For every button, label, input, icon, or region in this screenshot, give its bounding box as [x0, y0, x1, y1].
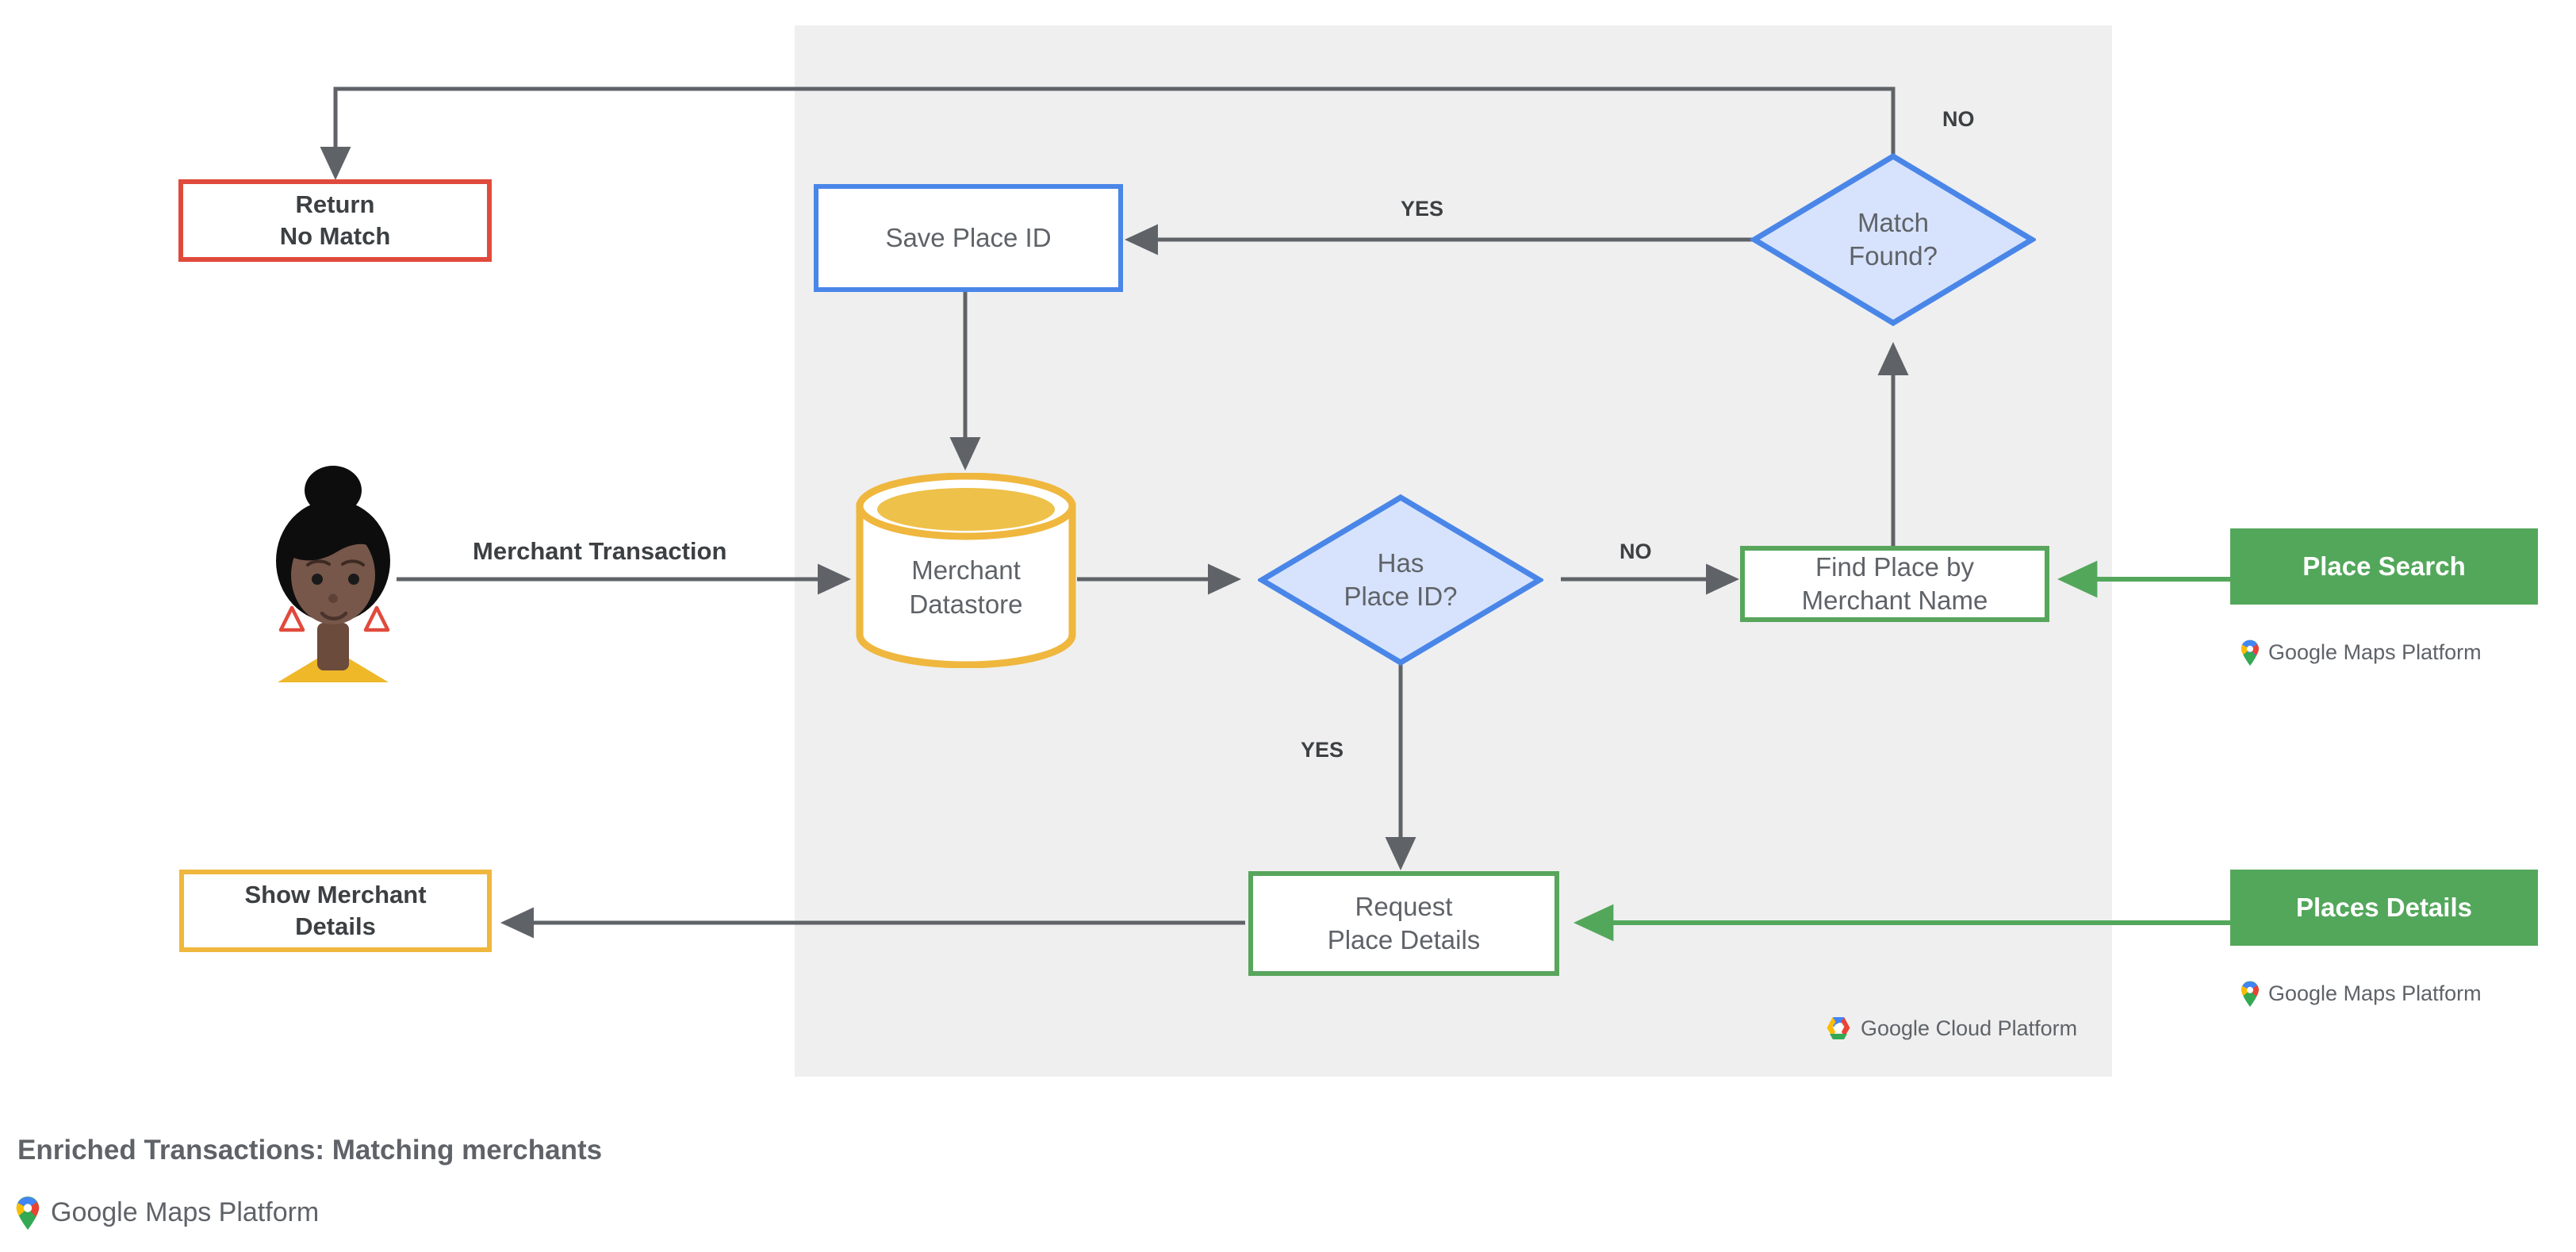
edge-label-merchant-transaction: Merchant Transaction: [473, 537, 727, 565]
diamond-shape: [1750, 152, 2036, 327]
footer-google-maps-platform-logo: Google Maps Platform: [14, 1195, 319, 1230]
node-match-found[interactable]: Match Found?: [1750, 152, 2036, 327]
product-chip-places-details[interactable]: Places Details: [2230, 870, 2538, 946]
cylinder-body: [856, 502, 1076, 668]
node-has-place-id[interactable]: Has Place ID?: [1258, 494, 1543, 666]
node-request-place-details-label: Request Place Details: [1327, 891, 1481, 954]
google-cloud-platform-logo: Google Cloud Platform: [1824, 1016, 2077, 1041]
node-find-place-by-merchant-name-label: Find Place by Merchant Name: [1801, 551, 1988, 615]
edge-label-has-place-id-yes: YES: [1301, 738, 1344, 762]
node-merchant-datastore[interactable]: Merchant Datastore: [855, 473, 1077, 668]
google-maps-platform-logo-places-details: Google Maps Platform: [2240, 980, 2482, 1007]
node-return-no-match[interactable]: Return No Match: [178, 179, 492, 262]
node-request-place-details[interactable]: Request Place Details: [1248, 871, 1559, 976]
product-chip-places-details-label: Places Details: [2296, 893, 2472, 922]
node-has-place-id-label: Has Place ID?: [1344, 547, 1458, 611]
cloud-hexagon-icon: [1827, 1017, 1850, 1039]
diagram-title: Enriched Transactions: Matching merchant…: [17, 1135, 603, 1166]
google-maps-platform-logo-text: Google Maps Platform: [2268, 639, 2482, 664]
edge-label-match-found-yes: YES: [1401, 197, 1444, 221]
diamond-shape: [1258, 494, 1543, 666]
product-chip-place-search-label: Place Search: [2302, 551, 2466, 581]
edge-label-match-found-no: NO: [1942, 107, 1975, 131]
merchant-customer-avatar: [254, 452, 412, 682]
node-match-found-label: Match Found?: [1849, 207, 1938, 271]
node-show-merchant-details-label: Show Merchant Details: [244, 881, 427, 940]
maps-pin-icon: [2241, 639, 2259, 666]
node-show-merchant-details[interactable]: Show Merchant Details: [179, 870, 492, 952]
product-chip-place-search[interactable]: Place Search: [2230, 528, 2538, 605]
node-save-place-id[interactable]: Save Place ID: [814, 184, 1123, 292]
edge-label-has-place-id-no: NO: [1620, 540, 1652, 563]
footer-brand-text: Google Maps Platform: [51, 1196, 320, 1227]
google-cloud-platform-logo-text: Google Cloud Platform: [1861, 1016, 2078, 1040]
node-save-place-id-label: Save Place ID: [885, 222, 1052, 252]
cylinder-top-fill: [877, 488, 1055, 531]
node-return-no-match-label: Return No Match: [279, 190, 391, 250]
google-maps-platform-logo-text: Google Maps Platform: [2268, 981, 2482, 1005]
maps-pin-icon: [16, 1196, 40, 1230]
node-merchant-datastore-label: Merchant Datastore: [909, 555, 1023, 619]
google-maps-platform-logo-place-search: Google Maps Platform: [2240, 639, 2482, 666]
node-find-place-by-merchant-name[interactable]: Find Place by Merchant Name: [1740, 546, 2049, 622]
maps-pin-icon: [2241, 981, 2259, 1007]
